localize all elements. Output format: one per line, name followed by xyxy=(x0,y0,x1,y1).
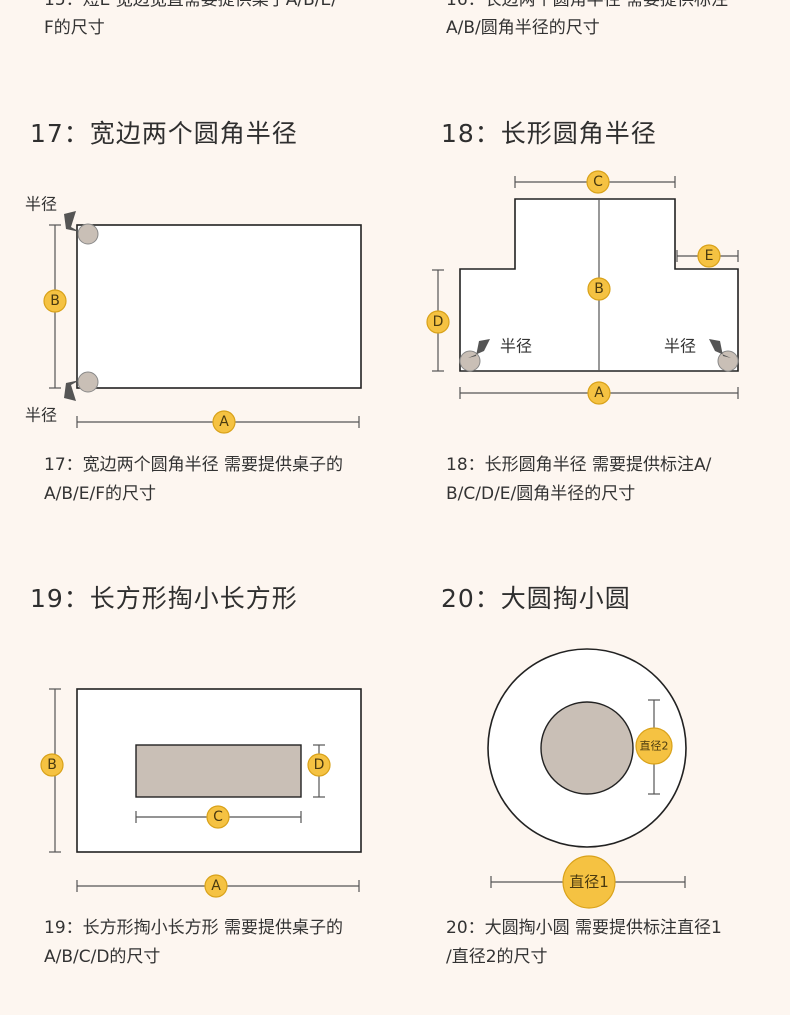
d20-inner-circle xyxy=(540,701,634,795)
d17-radius-bottom-knob xyxy=(77,371,99,393)
d19-label-b: B xyxy=(47,757,57,773)
d20-label-d1: 直径1 xyxy=(569,873,609,891)
d17-label-a: A xyxy=(219,414,229,430)
d19-badge-a xyxy=(204,874,228,898)
d18-label-c: C xyxy=(593,174,603,190)
d17-radius-bottom-pointer-icon xyxy=(64,380,80,401)
d19-cutout-rect xyxy=(135,744,302,798)
d17-label-b: B xyxy=(50,293,60,309)
diagram-17: B A 半径 半径 xyxy=(25,195,362,434)
diagram-19-desc-line1: 19：长方形掏小长方形 需要提供桌子的 xyxy=(44,918,344,938)
top-right-desc-line2: A/B/圆角半径的尺寸 xyxy=(446,18,600,38)
diagram-18-desc-line1: 18：长形圆角半径 需要提供标注A/ xyxy=(446,455,712,475)
d18-badge-b xyxy=(587,277,611,301)
d20-badge-d2 xyxy=(635,727,673,765)
diagram-17-desc-line1: 17：宽边两个圆角半径 需要提供桌子的 xyxy=(44,455,344,475)
diagram-20-desc-line1: 20：大圆掏小圆 需要提供标注直径1 xyxy=(446,918,722,938)
top-right-desc-line1: 16：长边两个圆角半径 需要提供标注 xyxy=(446,0,729,10)
d17-badge-a xyxy=(212,410,236,434)
diagram-17-title: 17：宽边两个圆角半径 xyxy=(30,119,298,148)
diagram-20: 直径2 直径1 xyxy=(487,648,687,909)
d18-badge-c xyxy=(586,170,610,194)
d19-badge-b xyxy=(40,753,64,777)
d17-radius-bottom-label: 半径 xyxy=(25,406,57,425)
d17-radius-top-knob xyxy=(77,223,99,245)
diagram-18-title: 18：长形圆角半径 xyxy=(441,119,657,148)
top-left-desc-line2: F的尺寸 xyxy=(44,18,105,38)
d19-label-c: C xyxy=(213,809,223,825)
d18-badge-d xyxy=(426,310,450,334)
diagram-20-title: 20：大圆掏小圆 xyxy=(441,584,631,613)
d18-radius-right-pointer-icon xyxy=(709,339,731,358)
d19-badge-d xyxy=(307,753,331,777)
d18-radius-left-label: 半径 xyxy=(500,337,532,356)
d19-label-a: A xyxy=(211,878,221,894)
d18-badge-e xyxy=(697,244,721,268)
diagram-19-title: 19：长方形掏小长方形 xyxy=(30,584,298,613)
d20-badge-d1 xyxy=(562,855,616,909)
d18-radius-right-label: 半径 xyxy=(664,337,696,356)
d18-label-b: B xyxy=(594,281,604,297)
diagram-18-desc-line2: B/C/D/E/圆角半径的尺寸 xyxy=(446,484,636,504)
diagram-19-desc-line2: A/B/C/D的尺寸 xyxy=(44,947,161,967)
d20-label-d2: 直径2 xyxy=(640,739,669,753)
d18-radius-right-knob xyxy=(717,350,739,372)
diagram-20-desc-line2: /直径2的尺寸 xyxy=(446,947,548,967)
d19-badge-c xyxy=(206,805,230,829)
top-left-desc-line1: 15：短E 宽边宽直需要提供桌子A/B/E/ xyxy=(44,0,337,10)
d17-table-shape xyxy=(76,224,362,389)
d17-badge-b xyxy=(43,289,67,313)
d18-label-a: A xyxy=(594,385,604,401)
d18-label-e: E xyxy=(705,248,714,264)
diagram-17-desc-line2: A/B/E/F的尺寸 xyxy=(44,484,156,504)
d18-radius-left-pointer-icon xyxy=(468,339,490,358)
d18-badge-a xyxy=(587,381,611,405)
d17-radius-top-pointer-icon xyxy=(64,211,80,232)
d18-label-d: D xyxy=(433,314,444,330)
d19-label-d: D xyxy=(314,757,325,773)
d17-radius-top-label: 半径 xyxy=(25,195,57,214)
diagram-18: C B E D A 半径 半径 xyxy=(426,170,739,405)
diagram-19: B D C A xyxy=(40,688,362,898)
